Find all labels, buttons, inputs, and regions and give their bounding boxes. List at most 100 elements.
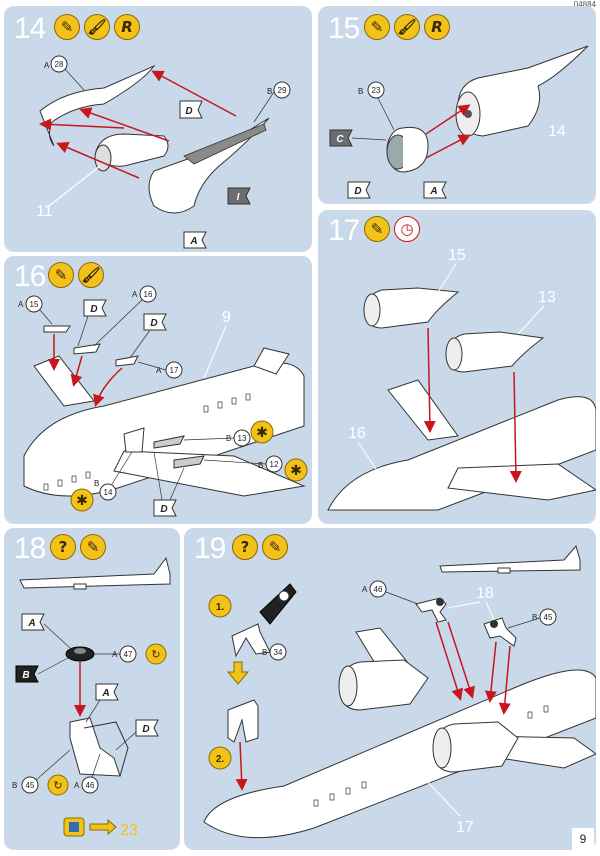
svg-text:↻: ↻ <box>53 780 62 792</box>
svg-text:✱: ✱ <box>256 424 268 440</box>
subassembly-ref: 9 <box>222 309 231 326</box>
glue-spot-icon <box>70 488 94 512</box>
callout-prefix-b: B <box>267 87 272 96</box>
glue-spot-icon <box>284 458 308 482</box>
gear-door-part <box>231 623 271 658</box>
fuselage <box>327 396 596 511</box>
page-number: 9 <box>572 828 594 850</box>
remove-icon: R <box>424 14 450 40</box>
part-callout <box>367 81 385 99</box>
svg-text:B: B <box>258 461 263 470</box>
goto-step: 23 <box>120 822 138 839</box>
pylon-part <box>73 343 101 355</box>
part-callout <box>369 580 387 598</box>
arrow-down-icon <box>226 661 250 685</box>
color-flag-a <box>95 683 119 701</box>
svg-text:34: 34 <box>274 648 283 657</box>
callout-prefix-a: A <box>44 61 50 70</box>
substep-badge <box>208 594 232 618</box>
color-flag-b <box>15 665 39 683</box>
step-18-illustration: A 47 ↻ A B A D B 45 ↻ A 46 23 <box>12 556 171 839</box>
svg-text:47: 47 <box>124 650 133 659</box>
fuselage <box>23 362 305 497</box>
svg-text:A: A <box>429 186 437 197</box>
color-flag-a <box>183 231 207 249</box>
subassembly-ref: 16 <box>348 425 366 442</box>
part-callout <box>273 81 291 99</box>
rotate-icon <box>145 643 167 665</box>
pylon-part <box>183 123 267 165</box>
part-callout <box>50 55 68 73</box>
svg-text:14: 14 <box>104 488 113 497</box>
color-flag-d <box>179 100 203 119</box>
fuselage <box>203 669 596 839</box>
svg-text:B: B <box>94 479 99 488</box>
svg-text:45: 45 <box>26 781 35 790</box>
svg-text:D: D <box>142 724 149 735</box>
color-flag-d <box>347 181 371 199</box>
svg-text:B: B <box>358 87 363 96</box>
svg-text:✱: ✱ <box>290 462 302 478</box>
aircraft-overview <box>439 544 581 573</box>
part-number: 23 <box>372 86 381 95</box>
svg-text:A: A <box>156 366 162 375</box>
fan-disc <box>94 144 112 172</box>
step-16-illustration: A 15 A 16 17 A 9 B 13 B 12 B 14 ✱ ✱ ✱ D <box>18 285 308 517</box>
document-code: 04884 <box>573 0 596 9</box>
glue-spot-icon <box>250 420 274 444</box>
glue-icon: ✎ <box>364 216 390 242</box>
step-17-panel: 17 ✎ ◷ 15 13 16 <box>318 210 596 524</box>
wing-left <box>33 355 95 407</box>
color-flag-i <box>227 187 251 205</box>
wing-right <box>447 463 596 501</box>
arrow-right-icon <box>89 818 117 836</box>
step-number: 18 <box>14 532 46 565</box>
paint-brush-icon: 🖌 <box>394 14 420 40</box>
step-number: 16 <box>14 260 46 293</box>
step-14-illustration: A 28 B 29 11 D I A <box>36 55 291 249</box>
color-flag-c <box>329 129 353 147</box>
glue-icon: ✎ <box>364 14 390 40</box>
clock-icon: ◷ <box>394 216 420 242</box>
wing-left <box>387 379 459 441</box>
help-icon: ? <box>232 534 258 560</box>
svg-text:D: D <box>185 106 192 117</box>
svg-text:B: B <box>22 670 29 681</box>
svg-text:D: D <box>150 318 157 329</box>
svg-text:A: A <box>27 618 35 629</box>
step-15-illustration: B 23 14 C D A <box>329 45 589 199</box>
part-number: 28 <box>55 60 64 69</box>
step-19-panel: 19 ? ✎ 1. B 34 2. <box>184 528 596 850</box>
svg-text:46: 46 <box>374 585 383 594</box>
pylon-part <box>173 455 205 469</box>
color-flag-d <box>143 313 167 331</box>
substep-badge <box>208 746 232 770</box>
svg-text:D: D <box>160 504 167 515</box>
step-19-illustration: 1. B 34 2. A <box>203 544 596 839</box>
svg-text:✱: ✱ <box>76 492 88 508</box>
step-number: 14 <box>14 12 46 45</box>
remove-icon: R <box>114 14 140 40</box>
step-15-panel: 15 ✎ 🖌 R B 23 14 C D A <box>318 6 596 204</box>
step-number: 15 <box>328 12 360 45</box>
step-17-illustration: 15 13 16 <box>327 247 596 511</box>
svg-text:D: D <box>354 186 361 197</box>
svg-text:46: 46 <box>86 781 95 790</box>
step-18-panel: 18 ? ✎ A 47 ↻ A B A D B 45 ↻ <box>4 528 180 850</box>
glue-icon: ✎ <box>262 534 288 560</box>
part-callout <box>269 643 287 661</box>
pylon-part <box>153 435 185 449</box>
svg-text:D: D <box>90 304 97 315</box>
aircraft-overview <box>19 556 171 589</box>
part-callout <box>25 295 43 313</box>
svg-text:A: A <box>74 781 80 790</box>
color-flag-d <box>135 719 159 737</box>
svg-text:2.: 2. <box>216 754 225 765</box>
svg-text:B: B <box>532 613 537 622</box>
color-flag-d <box>83 299 107 317</box>
part-callout <box>139 285 157 303</box>
svg-text:A: A <box>101 688 109 699</box>
glue-icon: ✎ <box>80 534 106 560</box>
nacelle-shell-part <box>39 64 156 147</box>
svg-text:45: 45 <box>544 613 553 622</box>
